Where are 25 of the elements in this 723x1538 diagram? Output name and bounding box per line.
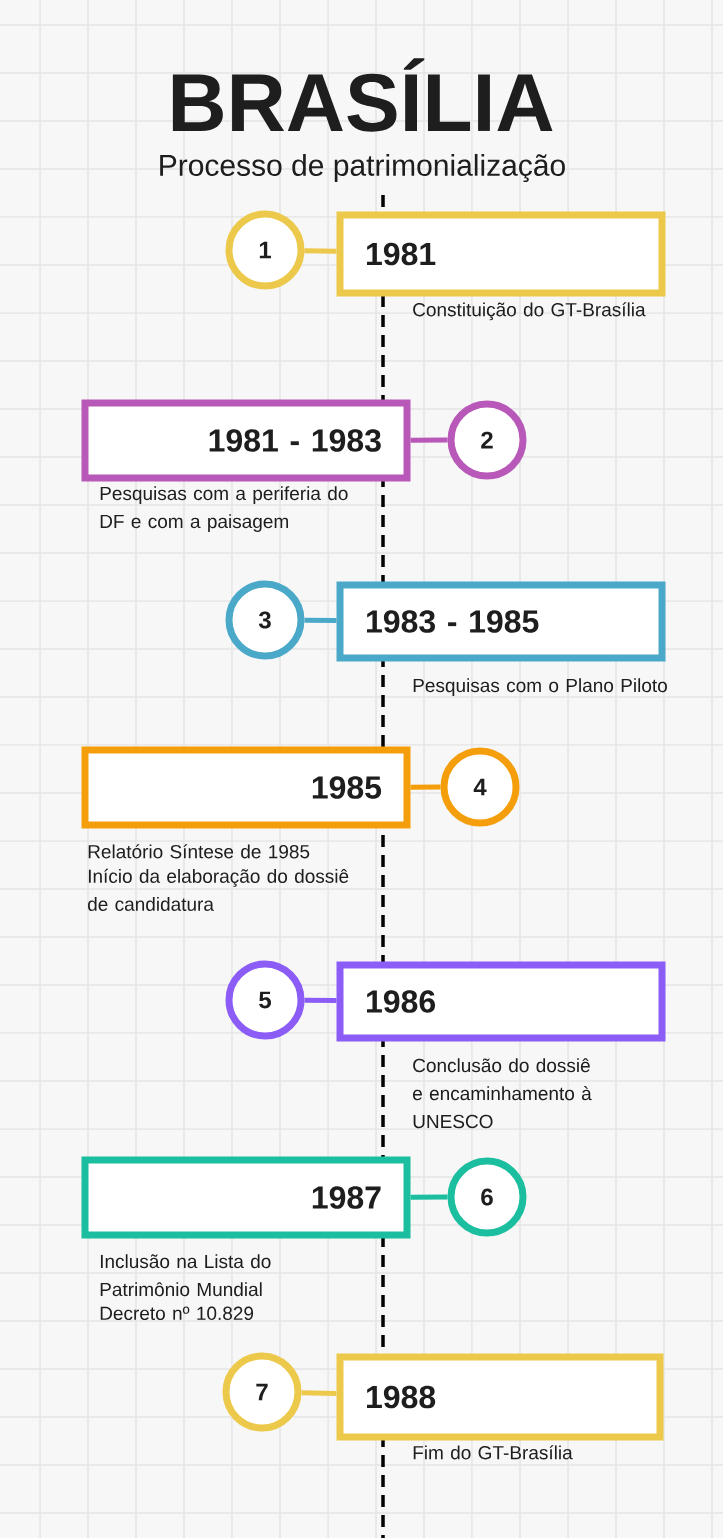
description-text: Fim do GT-Brasília	[413, 1445, 573, 1460]
description-text: Início da elaboração do dossiê de candidatura	[88, 868, 349, 911]
connector-line	[304, 997, 337, 1003]
subtitle: Processo de patrimonialização	[160, 153, 565, 183]
connector-line	[304, 617, 337, 623]
connector-line	[304, 248, 337, 254]
description-text: Decreto nº 10.829	[100, 1306, 254, 1321]
description-text: Relatório Síntese de 1985	[88, 844, 310, 859]
connector-line	[301, 1390, 337, 1397]
description-text: Pesquisas com o Plano Piloto	[413, 678, 667, 696]
connector-line	[410, 1194, 448, 1200]
description-text: Inclusão na Lista do Patrimônio Mundial	[100, 1254, 271, 1297]
title: BRASÍLIA	[172, 58, 553, 132]
description-text: Constituição do GT-Brasília	[413, 302, 646, 321]
year-box: 1981 - 1983	[81, 399, 411, 482]
year-box: 1988	[336, 1353, 664, 1441]
year-box: 1987	[81, 1156, 411, 1239]
year-box: 1981	[336, 211, 666, 297]
year-box: 1986	[336, 961, 666, 1042]
connector-line	[410, 784, 441, 790]
description-text: Pesquisas com a periferia do DF e com a paisagem	[100, 486, 348, 532]
connector-line	[410, 437, 448, 443]
year-box: 1985	[81, 746, 411, 829]
year-box: 1983 - 1985	[336, 581, 666, 662]
description-text: Conclusão do dossiê e encaminhamento à UNESCO	[413, 1058, 592, 1129]
